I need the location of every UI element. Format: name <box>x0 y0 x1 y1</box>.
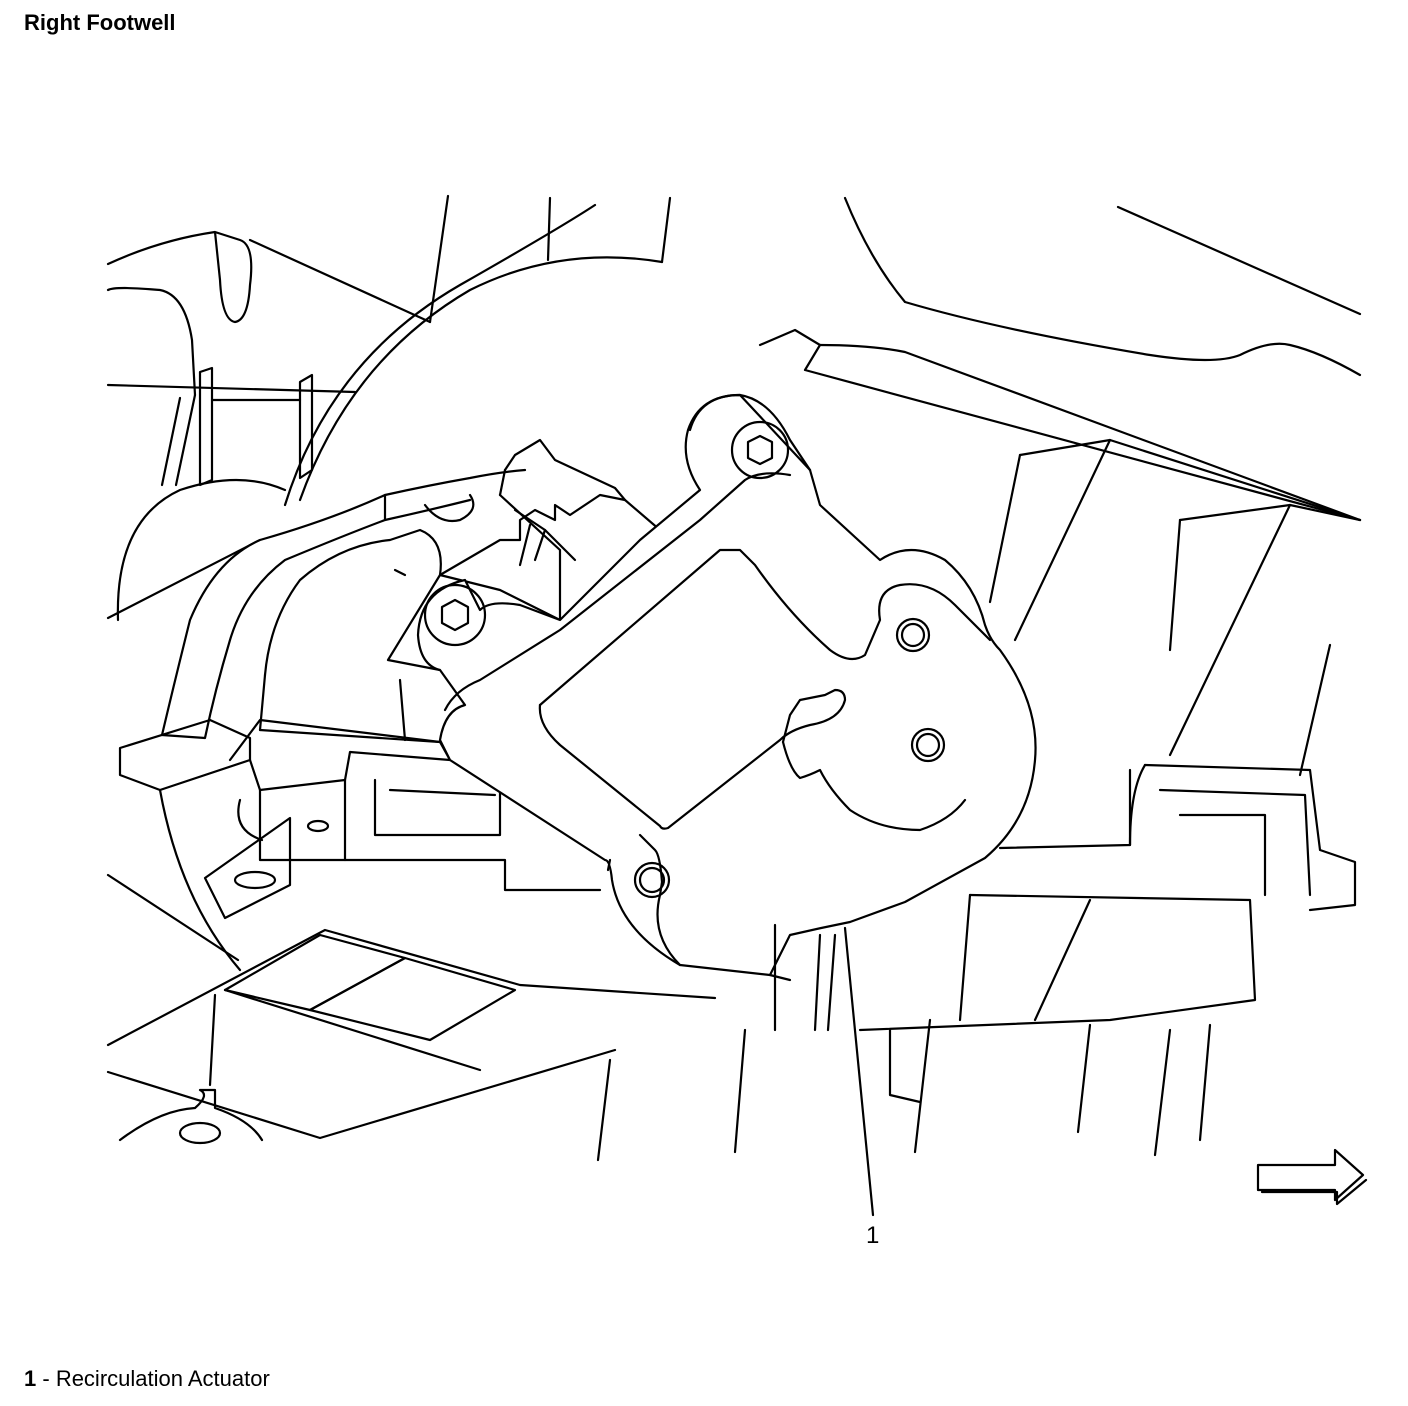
wire-harness <box>160 493 387 740</box>
mounting-bolt-left <box>423 583 487 647</box>
legend-label: Recirculation Actuator <box>55 1366 270 1391</box>
callout-leader-1 <box>843 926 875 1217</box>
housing-top-left <box>106 230 253 324</box>
legend-item-1: 1 - Recirculation Actuator <box>24 1366 270 1392</box>
recirculation-actuator-body <box>416 393 1037 977</box>
electrical-connector <box>438 493 662 622</box>
blower-arc <box>298 256 664 502</box>
legend-number: 1 <box>24 1366 37 1391</box>
legend-separator: - <box>36 1366 56 1391</box>
mounting-bolt-top <box>730 420 790 480</box>
diagram-title: Right Footwell <box>24 10 176 35</box>
callout-number-1: 1 <box>866 1222 880 1249</box>
arrow-right-icon <box>1256 1148 1365 1202</box>
